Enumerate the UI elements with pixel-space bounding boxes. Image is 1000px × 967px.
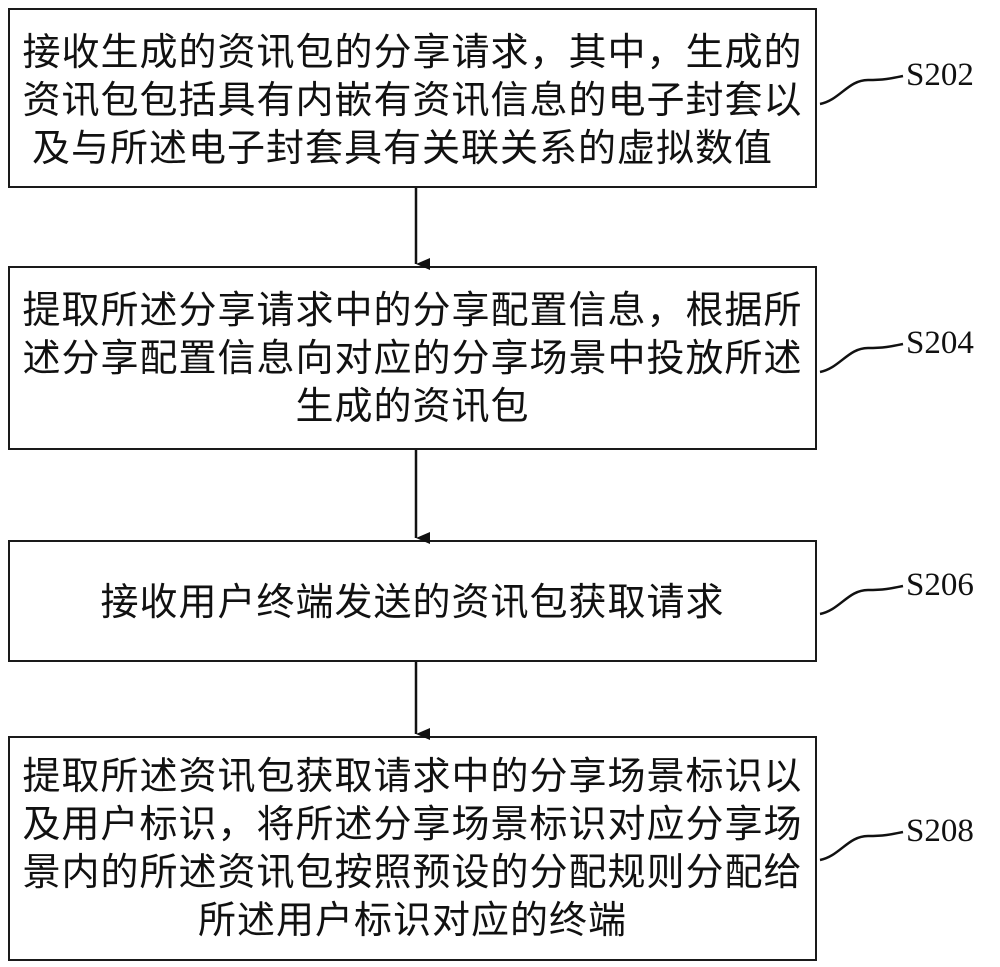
leader-s206 <box>820 586 903 614</box>
leader-s204 <box>820 344 903 372</box>
step-label-s208: S208 <box>906 812 974 850</box>
leader-s208 <box>820 832 903 860</box>
leader-s202 <box>820 76 903 104</box>
step-label-s206: S206 <box>906 566 974 604</box>
step-label-s204: S204 <box>906 324 974 362</box>
step-label-s202: S202 <box>906 56 974 94</box>
